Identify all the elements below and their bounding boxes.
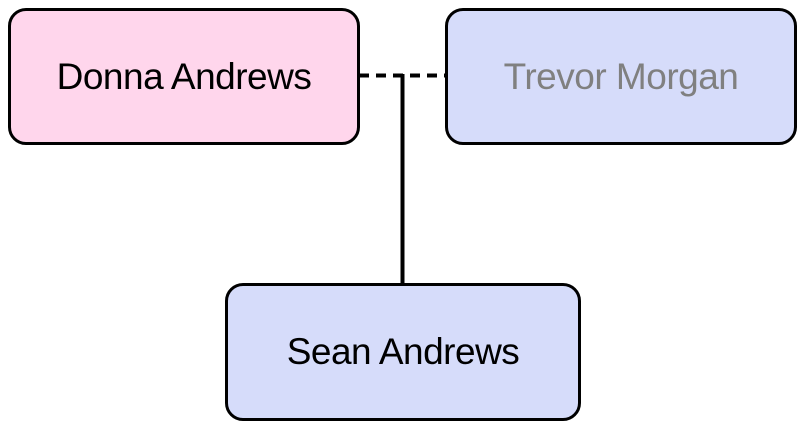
person-name-label: Trevor Morgan [503,55,739,97]
person-node-sean-andrews[interactable]: Sean Andrews [225,283,581,421]
person-name-label: Donna Andrews [56,55,312,97]
person-name-label: Sean Andrews [286,331,520,372]
person-node-donna-andrews[interactable]: Donna Andrews [8,8,360,145]
person-node-trevor-morgan[interactable]: Trevor Morgan [445,8,797,145]
